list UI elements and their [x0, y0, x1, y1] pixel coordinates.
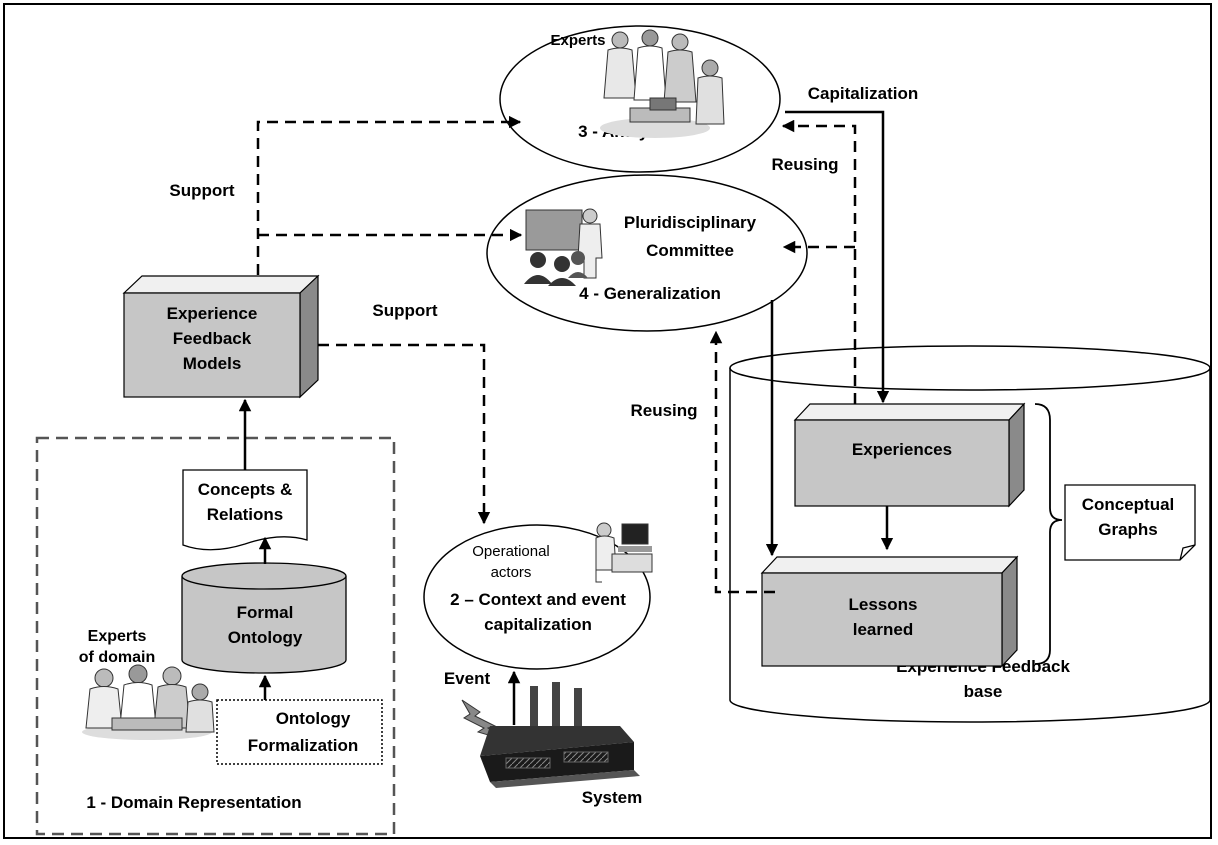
presentation-meeting-icon: [524, 208, 603, 286]
concepts-relations-label-line1: Concepts &: [198, 480, 292, 499]
support-label-mid: Support: [372, 301, 437, 320]
operational-actors-label-line1: Operational: [472, 543, 550, 560]
operational-actors-label-line2: actors: [491, 564, 532, 581]
ontology-formalization-label-line2: Formalization: [248, 736, 359, 755]
pluridisciplinary-label-line2: Committee: [646, 241, 734, 260]
experts-of-domain-label-line2: of domain: [79, 649, 155, 666]
pluridisciplinary-label-line1: Pluridisciplinary: [624, 213, 757, 232]
experience-feedback-models-label-line3: Models: [183, 354, 242, 373]
factory-icon: [480, 682, 640, 788]
conceptual-graphs-label-line2: Graphs: [1098, 520, 1158, 539]
experts-of-domain-label-line1: Experts: [88, 628, 147, 645]
ontology-formalization-box: [216, 699, 383, 765]
lessons-learned-label-line2: learned: [853, 620, 913, 639]
concepts-relations-document: [182, 469, 308, 551]
experience-feedback-base-label-line2: base: [964, 682, 1003, 701]
experts-group-icon: [82, 664, 215, 740]
reusing-label-mid: Reusing: [630, 401, 697, 420]
experts-label: Experts: [550, 32, 605, 49]
reusing-to-analysis-arrow: [781, 119, 857, 404]
experiences-label: Experiences: [852, 440, 952, 459]
formal-ontology-label-line1: Formal: [237, 603, 294, 622]
lessons-learned-label-line1: Lessons: [849, 595, 918, 614]
conceptual-graphs-note: [1064, 484, 1196, 561]
context-event-ellipse: [423, 524, 651, 670]
computer-operator-icon: [595, 522, 653, 583]
domain-representation-label: 1 - Domain Representation: [86, 793, 301, 812]
reusing-label-top: Reusing: [771, 155, 838, 174]
conceptual-graphs-label-line1: Conceptual: [1082, 495, 1175, 514]
experience-feedback-models-label-line1: Experience: [167, 304, 258, 323]
context-event-label-line1: 2 – Context and event: [450, 590, 626, 609]
grouping-brace: [1034, 403, 1063, 665]
support-to-context-arrow: [318, 343, 491, 525]
formal-ontology-cylinder: [181, 562, 347, 674]
support-to-analysis-arrow: [256, 115, 522, 275]
event-label: Event: [444, 669, 491, 688]
capitalization-label: Capitalization: [808, 84, 919, 103]
formal-ontology-label-line2: Ontology: [228, 628, 303, 647]
concepts-relations-label-line2: Relations: [207, 505, 284, 524]
experience-feedback-models-label-line2: Feedback: [173, 329, 252, 348]
experience-feedback-models-box: [122, 274, 320, 399]
domain-representation-box: [35, 436, 396, 836]
ontology-formalization-label-line1: Ontology: [276, 709, 351, 728]
context-event-label-line2: capitalization: [484, 615, 592, 634]
support-label-top: Support: [169, 181, 234, 200]
reusing-lessons-arrow: [709, 330, 775, 594]
experiences-box: [793, 402, 1026, 508]
generalization-label: 4 - Generalization: [579, 284, 721, 303]
experts-group-icon: [600, 29, 725, 138]
capitalization-arrow: [785, 110, 890, 404]
system-label: System: [582, 788, 642, 807]
lessons-learned-box: [760, 555, 1019, 668]
